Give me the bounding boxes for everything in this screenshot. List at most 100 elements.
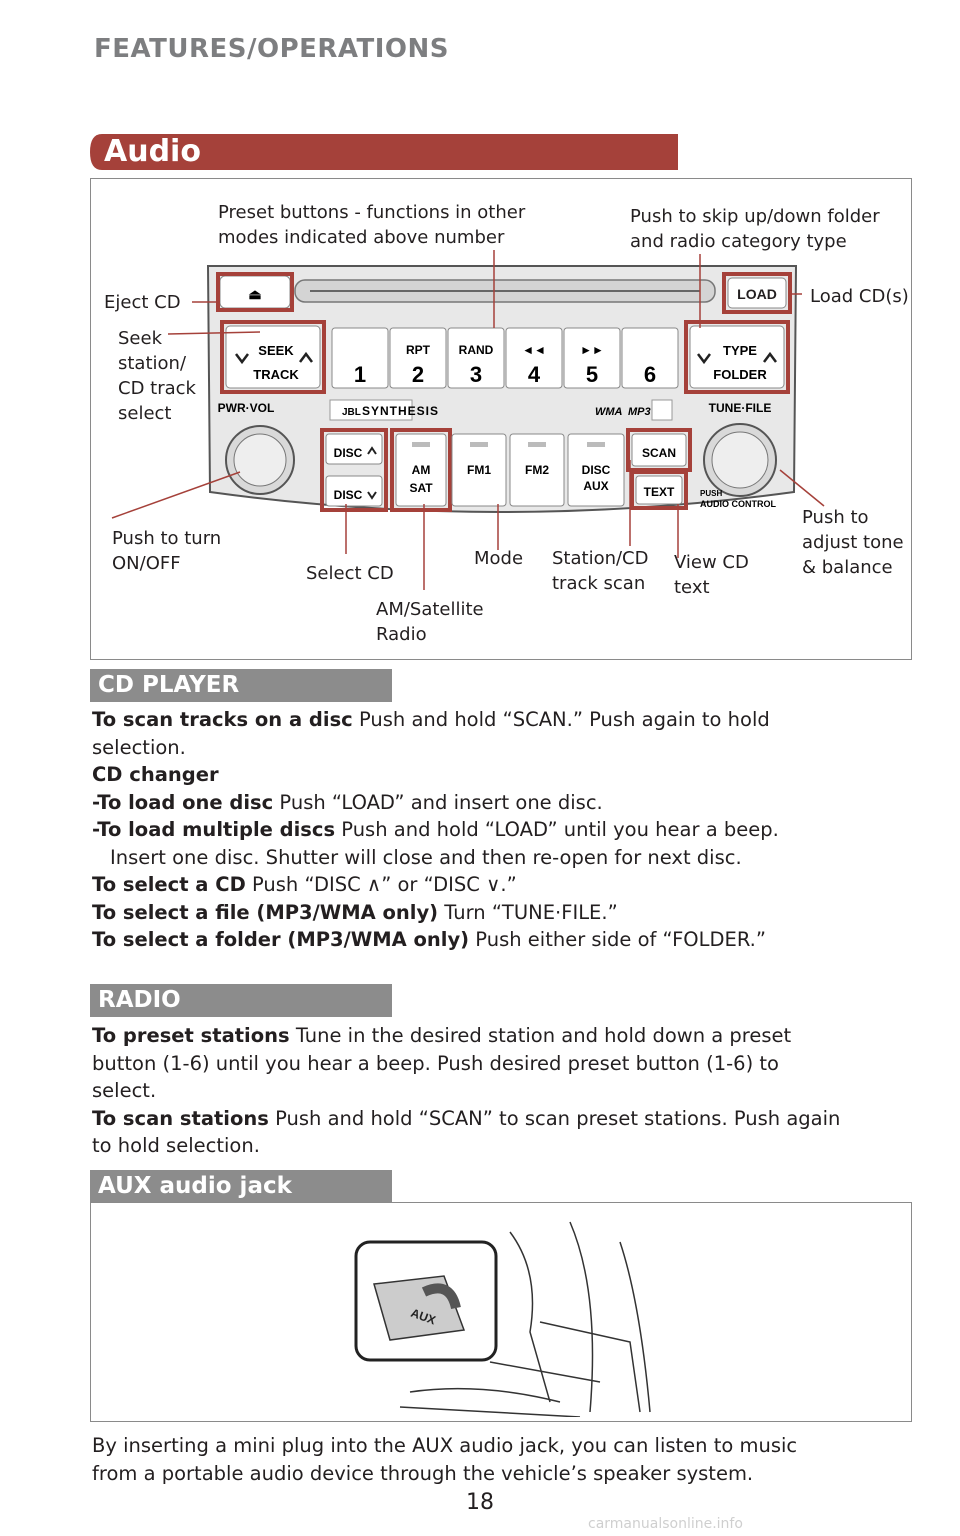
eject-icon: ⏏ <box>248 286 261 302</box>
callout-power: Push to turn ON/OFF <box>112 526 221 576</box>
cd-line: -To load multiple discs Push and hold “L… <box>92 816 922 844</box>
callout-load-cds: Load CD(s) <box>810 286 909 307</box>
cd-line-text: Push “DISC ∧” or “DISC ∨.” <box>245 873 517 896</box>
scan-label: SCAN <box>642 446 676 460</box>
callout-seek-line-2: station/ <box>118 353 187 374</box>
watermark: carmanualsonline.info <box>588 1516 743 1532</box>
disc-logo <box>651 399 673 421</box>
callout-tone-line-2: adjust tone <box>802 532 904 553</box>
radio-line-text: to hold selection. <box>92 1134 260 1157</box>
cd-player-heading: CD PLAYER <box>90 669 392 702</box>
audio-section-banner <box>90 134 678 170</box>
jbl-logo: JBL <box>342 407 361 418</box>
callout-select-cd: Select CD <box>306 563 394 584</box>
rand-label: RAND <box>459 343 494 357</box>
audio-section-title: Audio <box>104 134 201 169</box>
cd-line-text: Push either side of “FOLDER.” <box>469 928 766 951</box>
mp3-logo: MP3 <box>628 406 651 418</box>
radio-instructions: To preset stations Tune in the desired s… <box>92 1022 922 1160</box>
callout-preset-line-1: Preset buttons - functions in other <box>218 202 526 223</box>
aux-caption: By inserting a mini plug into the AUX au… <box>92 1432 922 1487</box>
aux-heading: AUX audio jack <box>90 1170 392 1203</box>
aux-jack-illustration: AUX <box>354 1221 651 1417</box>
preset-5-label: 5 <box>586 362 598 387</box>
cd-line-bold: -To load one disc <box>92 790 274 814</box>
callout-skip-line-2: and radio category type <box>630 231 847 252</box>
rpt-label: RPT <box>406 343 431 357</box>
radio-line: To preset stations Tune in the desired s… <box>92 1022 922 1050</box>
callout-am-line-2: Radio <box>376 624 427 645</box>
radio-line: select. <box>92 1077 922 1105</box>
page-header: FEATURES/OPERATIONS <box>94 34 450 64</box>
cd-line-text: Push and hold “LOAD” until you hear a be… <box>335 818 779 841</box>
fast-forward-icon: ►► <box>580 343 604 357</box>
cd-line: CD changer <box>92 761 922 789</box>
callout-am-satellite: AM/Satellite Radio <box>376 597 484 647</box>
cd-line-text: Push and hold “SCAN.” Push again to hold <box>352 708 770 731</box>
type-label: TYPE <box>723 343 757 358</box>
cd-line: selection. <box>92 734 922 762</box>
callout-skip-folder: Push to skip up/down folder and radio ca… <box>630 204 880 254</box>
cd-line-bold: To select a CD <box>92 873 246 896</box>
synthesis-logo: SYNTHESIS <box>362 404 439 418</box>
callout-power-line-2: ON/OFF <box>112 553 181 574</box>
callout-scan: Station/CD track scan <box>552 546 649 596</box>
cd-line-bold: To select a file (MP3/WMA only) <box>92 900 439 924</box>
callout-preset-line-2: modes indicated above number <box>218 227 505 248</box>
cd-line-text: Turn “TUNE·FILE.” <box>438 900 618 924</box>
text-label: TEXT <box>644 485 675 499</box>
load-button-label: LOAD <box>737 286 777 302</box>
cd-line-bold: -To load multiple discs <box>92 818 336 841</box>
callout-preset-buttons: Preset buttons - functions in other mode… <box>218 200 525 250</box>
disc-down-icon <box>367 491 377 500</box>
disc-up-label: DISC <box>334 446 363 460</box>
fm1-label: FM1 <box>467 463 491 477</box>
callout-scan-line-2: track scan <box>552 573 646 594</box>
radio-line: To scan stations Push and hold “SCAN” to… <box>92 1105 922 1133</box>
callout-tone: Push to adjust tone & balance <box>802 505 904 580</box>
callout-am-line-1: AM/Satellite <box>376 599 484 620</box>
cd-line: Insert one disc. Shutter will close and … <box>92 844 922 872</box>
callout-eject-cd: Eject CD <box>104 292 181 313</box>
radio-heading: RADIO <box>90 984 392 1017</box>
rewind-icon: ◄◄ <box>522 343 546 357</box>
track-label: TRACK <box>253 367 299 382</box>
aux-caption-line-2: from a portable audio device through the… <box>92 1461 754 1485</box>
cd-line-bold: To scan tracks on a disc <box>92 708 353 731</box>
callout-view-text: View CD text <box>674 550 749 600</box>
seek-down-icon <box>235 353 249 365</box>
folder-label: FOLDER <box>713 367 767 382</box>
tune-file-label: TUNE·FILE <box>709 401 772 415</box>
callout-power-line-1: Push to turn <box>112 528 222 549</box>
audio-control-label: AUDIO CONTROL <box>700 499 776 509</box>
cd-line-text: selection. <box>92 735 186 759</box>
cd-line: To select a file (MP3/WMA only) Turn “TU… <box>92 899 922 927</box>
head-unit-illustration: ⏏ LOAD SEEK TRACK 1 2 3 4 5 6 RPT RAND ◄… <box>206 265 798 513</box>
cd-line: To select a folder (MP3/WMA only) Push e… <box>92 926 922 954</box>
preset-6-label: 6 <box>644 362 656 387</box>
disc-aux-label-top: DISC <box>582 463 611 477</box>
cd-line-bold: CD changer <box>92 763 219 786</box>
cd-line: -To load one disc Push “LOAD” and insert… <box>92 789 922 817</box>
preset-buttons: 1 2 3 4 5 6 RPT RAND ◄◄ ►► <box>331 327 679 389</box>
seek-up-icon <box>299 351 313 363</box>
seek-label: SEEK <box>258 343 294 358</box>
radio-line-text: Tune in the desired station and hold dow… <box>289 1024 792 1047</box>
radio-line-text: Push and hold “SCAN” to scan preset stat… <box>268 1106 841 1130</box>
preset-3-label: 3 <box>470 362 482 387</box>
pwr-vol-label: PWR·VOL <box>218 401 275 415</box>
radio-line-bold: To scan stations <box>92 1106 269 1130</box>
radio-line-text: select. <box>92 1079 157 1102</box>
radio-line-text: button (1-6) until you hear a beep. Push… <box>92 1051 779 1075</box>
cd-line: To scan tracks on a disc Push and hold “… <box>92 706 922 734</box>
callout-leader-lines <box>111 250 825 590</box>
disc-down-label: DISC <box>334 488 363 502</box>
callout-seek-line-3: CD track <box>118 378 196 399</box>
callout-seek-line-4: select <box>118 403 172 424</box>
folder-down-icon <box>697 353 711 365</box>
preset-2-label: 2 <box>412 362 424 387</box>
radio-line: button (1-6) until you hear a beep. Push… <box>92 1050 922 1078</box>
callout-view-line-1: View CD <box>674 552 749 573</box>
callout-mode: Mode <box>474 548 524 569</box>
cd-line-text: Push “LOAD” and insert one disc. <box>273 790 603 814</box>
